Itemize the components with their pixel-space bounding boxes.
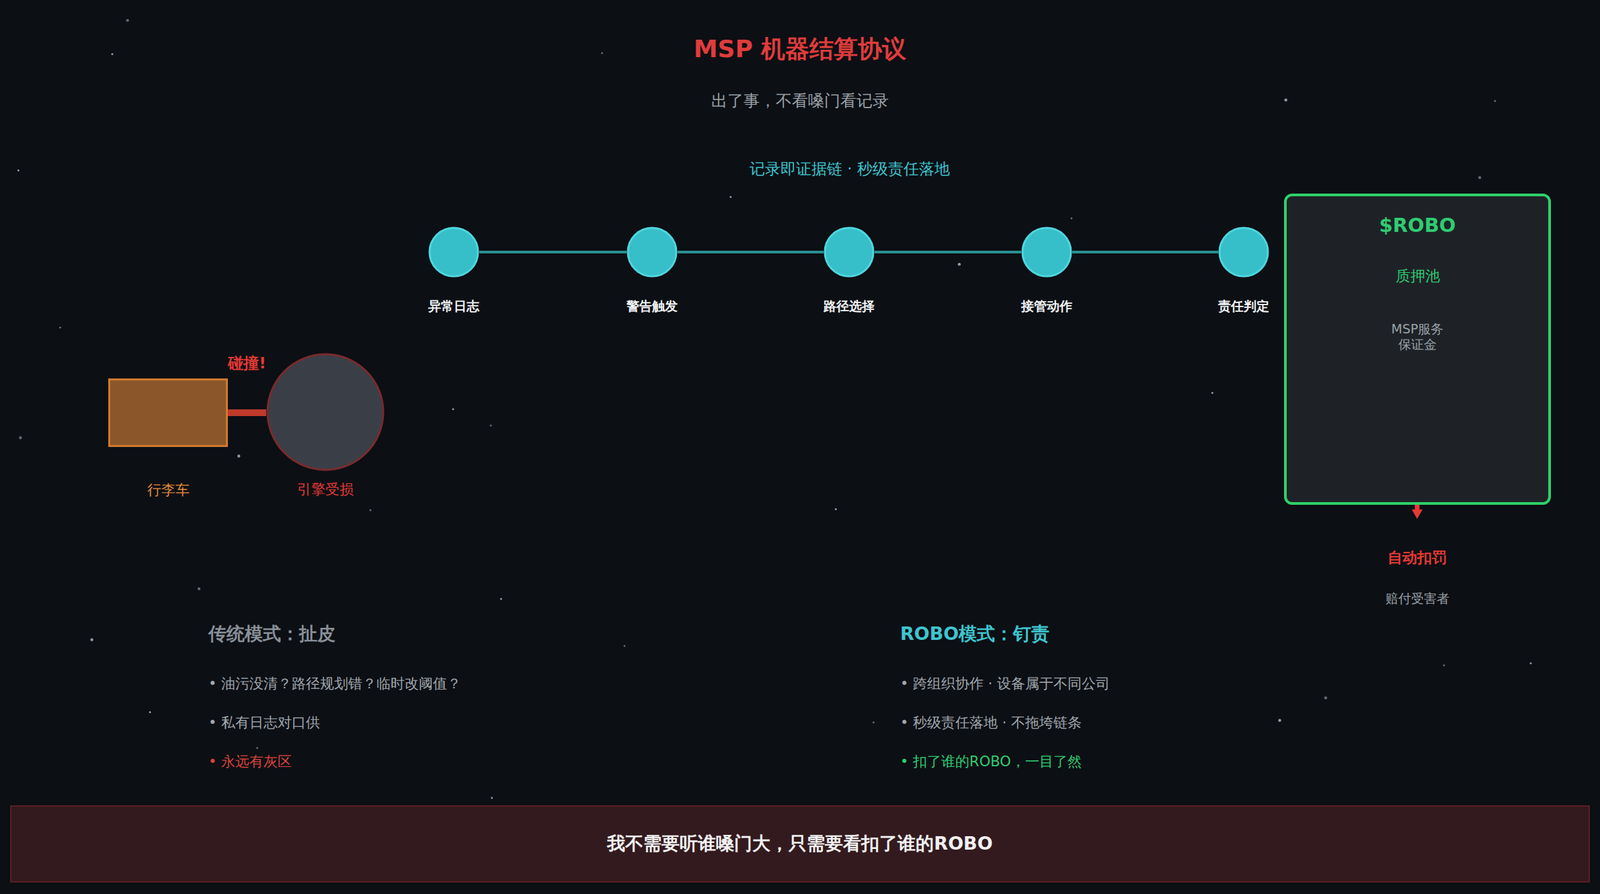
collision-bar bbox=[227, 409, 267, 417]
step-circle bbox=[1021, 226, 1073, 278]
timeline-step: 接管动作 bbox=[1021, 226, 1073, 278]
star bbox=[90, 638, 93, 642]
star bbox=[729, 195, 732, 198]
star bbox=[1478, 176, 1482, 179]
star bbox=[601, 51, 604, 54]
timeline-link bbox=[874, 250, 1022, 254]
penalty-arrow-head bbox=[1411, 509, 1423, 519]
star bbox=[256, 746, 259, 749]
star bbox=[17, 169, 20, 172]
step-circle bbox=[626, 226, 678, 278]
step-label: 异常日志 bbox=[428, 298, 480, 314]
timeline-link bbox=[1072, 250, 1219, 254]
timeline-step: 异常日志 bbox=[428, 226, 480, 278]
step-circle bbox=[428, 226, 480, 278]
star bbox=[1324, 696, 1328, 700]
baggage-cart: 行李车 bbox=[108, 378, 228, 448]
bullet-item: • 秒级责任落地 · 不拖垮链条 bbox=[900, 714, 1082, 732]
part-label: 引擎受损 bbox=[297, 481, 354, 499]
timeline-caption: 记录即证据链 · 秒级责任落地 bbox=[749, 160, 950, 179]
part-label: 行李车 bbox=[147, 482, 190, 499]
star bbox=[149, 711, 152, 714]
timeline-step: 责任判定 bbox=[1218, 226, 1270, 278]
diagram-title: MSP 机器结算协议 bbox=[693, 34, 907, 64]
star bbox=[451, 408, 454, 411]
star bbox=[59, 326, 62, 329]
star bbox=[1493, 100, 1496, 103]
timeline-link bbox=[479, 250, 627, 254]
star bbox=[369, 509, 372, 512]
conclusion-banner: 我不需要听谁嗓门大，只需要看扣了谁的ROBO bbox=[10, 805, 1590, 883]
star bbox=[623, 644, 626, 647]
star bbox=[500, 598, 503, 601]
collision-label: 碰撞! bbox=[227, 354, 267, 374]
banner-text: 我不需要听谁嗓门大，只需要看扣了谁的ROBO bbox=[607, 832, 993, 855]
stake-pool-box: $ROBO 质押池 MSP服务 保证金 bbox=[1284, 193, 1551, 505]
bullet-item: • 跨组织协作 · 设备属于不同公司 bbox=[900, 675, 1110, 693]
timeline-step: 警告触发 bbox=[626, 226, 678, 278]
star bbox=[1211, 391, 1214, 394]
star bbox=[18, 436, 22, 439]
box-subheading: 质押池 bbox=[1395, 267, 1440, 286]
star bbox=[872, 721, 875, 724]
star bbox=[197, 587, 201, 591]
engine-outline bbox=[266, 352, 385, 472]
star bbox=[1070, 217, 1073, 220]
step-label: 责任判定 bbox=[1218, 298, 1270, 314]
star bbox=[957, 262, 961, 266]
box-heading: $ROBO bbox=[1379, 213, 1457, 238]
step-circle bbox=[823, 226, 875, 278]
step-label: 警告触发 bbox=[626, 298, 678, 314]
timeline-step: 路径选择 bbox=[823, 226, 875, 278]
bullet-item: • 扣了谁的ROBO，一目了然 bbox=[900, 753, 1082, 771]
star bbox=[490, 797, 493, 800]
engine-circle: 引擎受损 bbox=[266, 352, 385, 472]
penalty-label: 自动扣罚 bbox=[1387, 549, 1447, 567]
bullet-item: • 油污没清？路径规划错？临时改阈值？ bbox=[208, 675, 462, 693]
section-heading: ROBO模式：钉责 bbox=[900, 623, 1050, 645]
timeline-link bbox=[677, 250, 824, 254]
bullet-item: • 永远有灰区 bbox=[208, 753, 292, 771]
payout-label: 赔付受害者 bbox=[1385, 590, 1450, 607]
subtitle: 出了事，不看嗓门看记录 bbox=[711, 91, 889, 111]
star bbox=[1530, 662, 1533, 665]
section-heading: 传统模式：扯皮 bbox=[208, 623, 336, 645]
star bbox=[1277, 719, 1281, 723]
star bbox=[237, 454, 240, 458]
star bbox=[834, 508, 837, 511]
star bbox=[126, 18, 130, 22]
star bbox=[490, 424, 493, 427]
star bbox=[1442, 664, 1445, 667]
box-body: MSP服务 保证金 bbox=[1384, 321, 1452, 353]
step-label: 接管动作 bbox=[1021, 298, 1073, 314]
star bbox=[1284, 98, 1287, 102]
star bbox=[110, 53, 113, 56]
bullet-item: • 私有日志对口供 bbox=[208, 714, 320, 732]
step-label: 路径选择 bbox=[823, 298, 875, 314]
step-circle bbox=[1218, 226, 1270, 278]
